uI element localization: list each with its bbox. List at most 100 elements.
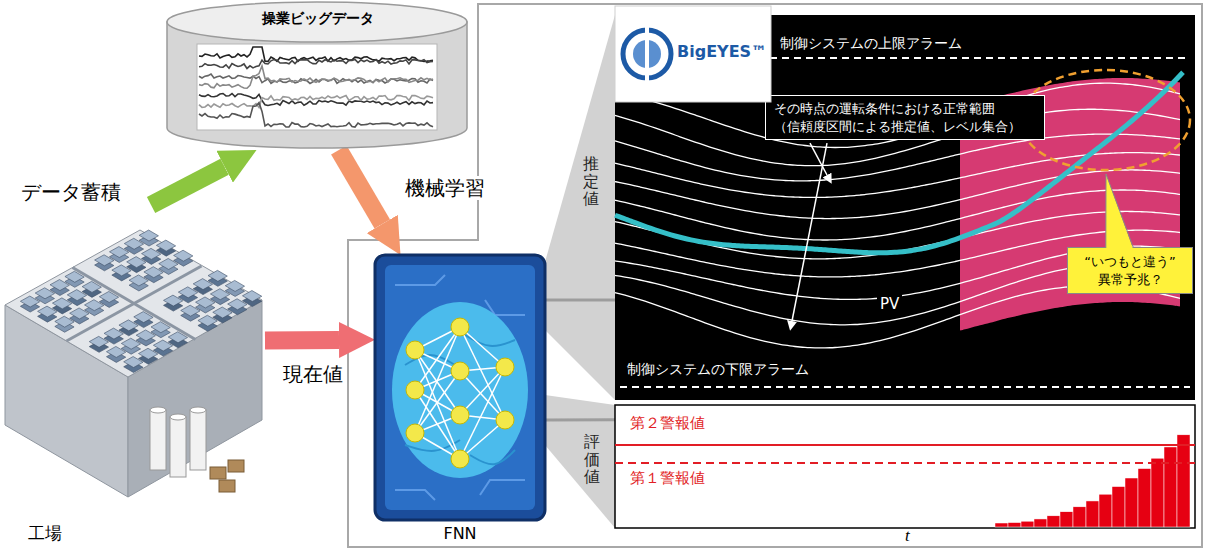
circuit-trace: [480, 480, 525, 495]
equipment-top: [242, 291, 261, 302]
lower-alarm-line: [620, 386, 1190, 388]
neuron: [451, 406, 469, 424]
storage-tank: [150, 410, 166, 470]
factory-illustration: 工場: [0, 205, 265, 520]
factory-label: 工場: [28, 523, 62, 543]
warning-label: 第２警報値: [630, 414, 705, 432]
equipment-top: [156, 240, 175, 251]
output-line: [545, 298, 615, 301]
equipment-top: [134, 312, 153, 323]
edge-label: データ蓄積: [18, 180, 124, 204]
output-fan: [545, 15, 615, 400]
equipment-top: [208, 270, 227, 281]
second-warning-line: [615, 444, 1195, 446]
evaluation-bar: [1086, 501, 1099, 527]
callout-pointer-edge: [1106, 174, 1134, 248]
storage-tank: [170, 417, 186, 477]
trend-line: [199, 96, 433, 108]
neuron: [496, 358, 514, 376]
evaluation-bar: [1060, 512, 1073, 527]
storage-tank: [150, 407, 166, 413]
network-link: [415, 371, 460, 433]
neuron: [406, 381, 424, 399]
highlight-ellipse: [1020, 70, 1190, 170]
evaluation-bar: [1034, 519, 1047, 527]
database-title: 操業ビッグデータ: [165, 10, 470, 27]
evaluation-bar: [1021, 521, 1034, 527]
trend-line: [199, 47, 433, 61]
storage-tank: [190, 410, 206, 470]
range-callout: その時点の運転条件における正常範囲 （信頼度区間による推定値、レベル集合）: [765, 95, 1045, 140]
output-fan: [545, 395, 615, 528]
equipment-top: [139, 230, 158, 241]
screen-frame: [375, 255, 545, 520]
output-line: [545, 418, 615, 421]
upper-alarm-line: [770, 57, 1190, 59]
range-curve: [615, 170, 1180, 219]
logo-bar: [645, 24, 649, 84]
warning-label: 第１警報値: [630, 469, 705, 487]
crate: [210, 467, 226, 479]
range-text: その時点の運転条件における正常範囲 （信頼度区間による推定値、レベル集合）: [774, 100, 1036, 135]
logo-box: BigEYES™: [615, 6, 771, 102]
range-curve: [615, 83, 1180, 147]
equipment-top: [99, 291, 118, 302]
screen: [385, 265, 535, 510]
equipment-top: [65, 271, 84, 282]
evaluation-bar: [1008, 523, 1021, 527]
neuron: [451, 362, 469, 380]
equipment-top: [168, 332, 187, 343]
neuron: [496, 411, 514, 429]
crate: [219, 480, 235, 492]
pv-line: [615, 72, 1183, 253]
chart-ground: [615, 405, 1195, 528]
database-cylinder: 操業ビッグデータ: [165, 0, 470, 150]
edge-label: 機械学習: [402, 176, 488, 200]
range-curve: [615, 286, 1180, 348]
circuit-trace: [395, 275, 445, 285]
input-arrow: [265, 331, 339, 349]
leader-line: [792, 143, 827, 321]
callout-pointer: [1106, 174, 1134, 250]
fnn-panel-shape: [375, 255, 545, 520]
building-floor: [5, 230, 262, 377]
equipment-top: [174, 250, 193, 261]
brain-fold: [470, 450, 515, 464]
evaluation-bar: [1151, 458, 1164, 527]
neuron: [406, 341, 424, 359]
fnn-label: FNN: [375, 524, 545, 543]
first-warning-line: [615, 462, 1195, 464]
brain-shape: [392, 302, 528, 478]
circuit-trace: [395, 490, 435, 500]
evaluation-bar: [1047, 516, 1060, 527]
trend-line: [199, 60, 433, 69]
partition-wall: [67, 266, 202, 341]
logo-text: BigEYES™: [677, 42, 767, 61]
side-label: 評価値: [584, 433, 600, 486]
lower-alarm-label: 制御システムの下限アラーム: [627, 361, 809, 378]
factory-illustration-shape: [0, 205, 265, 520]
evaluation-bar: [995, 523, 1008, 527]
trend-chart: [197, 44, 437, 130]
anomaly-text: “いつもと違う” 異常予兆？: [1074, 253, 1186, 288]
range-curve: [615, 134, 1180, 181]
evaluation-bar: [1112, 487, 1125, 527]
storage-tank: [190, 407, 206, 413]
brain-fold: [465, 335, 515, 346]
upper-alarm-label: 制御システムの上限アラーム: [780, 35, 962, 52]
panel-outline: [348, 4, 1202, 547]
learning-arrow: [339, 150, 382, 224]
equipment-top: [82, 281, 101, 292]
evaluation-bar: [1073, 507, 1086, 527]
logo-ground: [615, 6, 771, 102]
equipment-top: [225, 280, 244, 291]
evaluation-bar: [1125, 478, 1138, 527]
chart-ground: [615, 15, 1195, 400]
storage-tank: [170, 414, 186, 420]
evaluation-bar: [1164, 447, 1177, 527]
evaluation-bar: [1138, 469, 1151, 527]
crate: [228, 460, 244, 472]
evaluation-bar: [1099, 494, 1112, 527]
